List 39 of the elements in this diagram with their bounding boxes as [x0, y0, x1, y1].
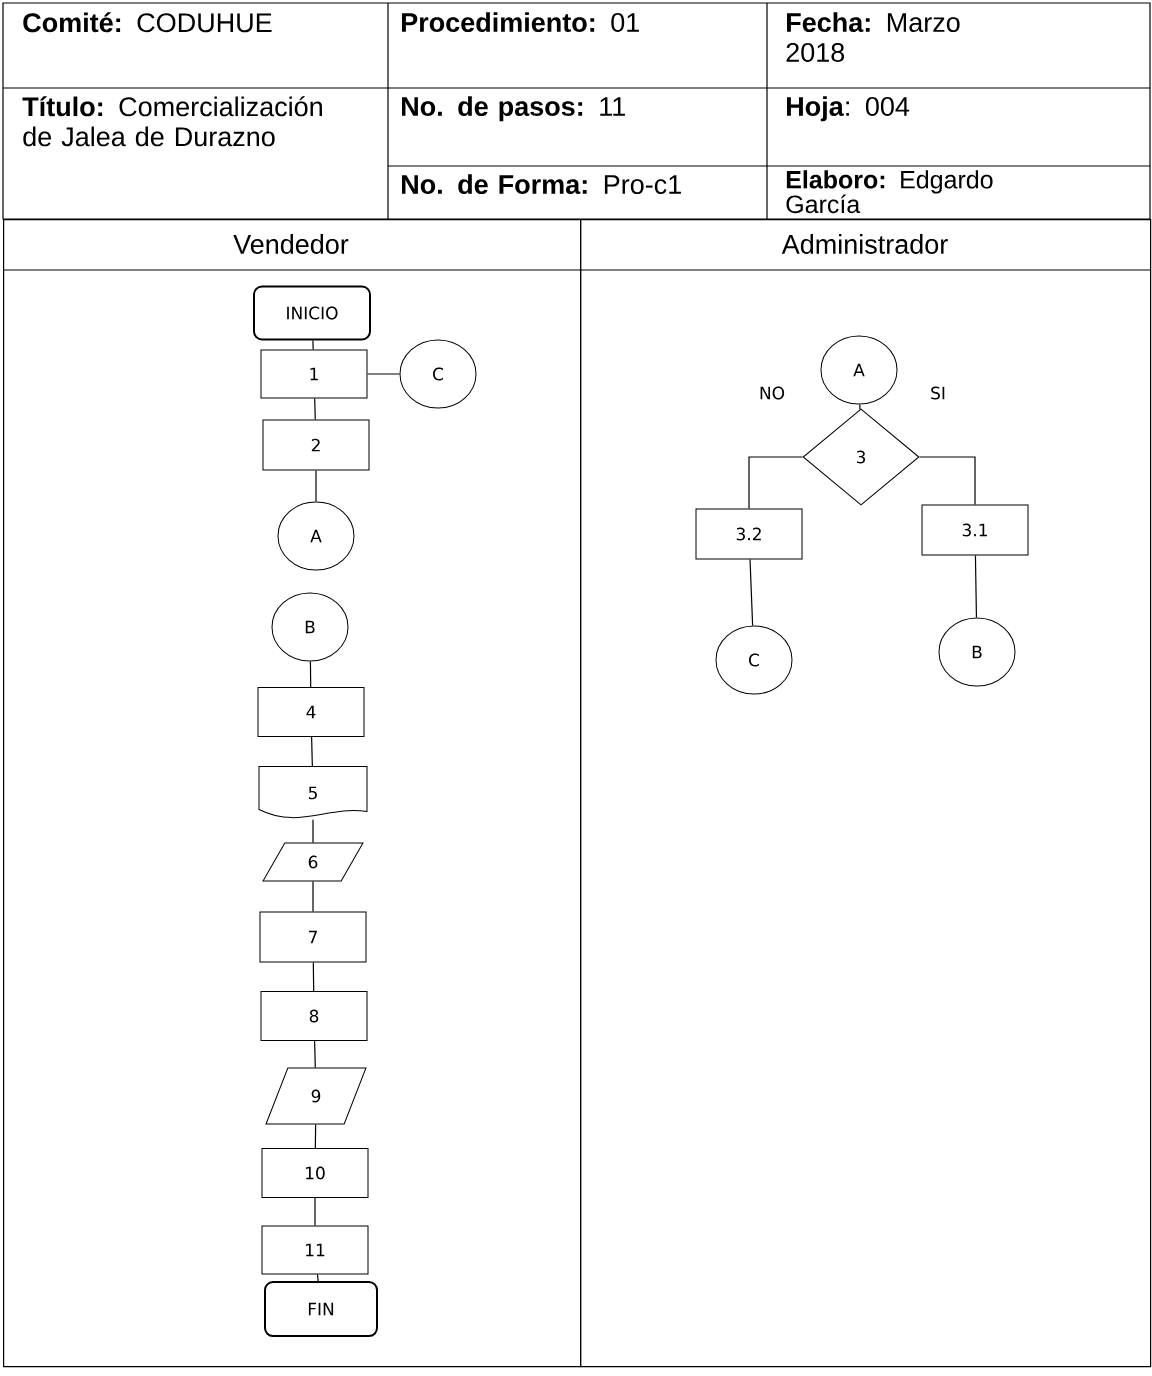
- connector-line: [974, 554, 978, 619]
- process-box: 1: [260, 349, 368, 399]
- header-field: Procedimiento: 01: [402, 12, 639, 33]
- process-box: 2: [262, 419, 370, 471]
- connector-line: [859, 403, 861, 410]
- edge-label: SI: [928, 384, 948, 402]
- header-field: Hoja: 004: [787, 96, 910, 122]
- process-box: 4: [257, 687, 365, 737]
- process-box: 7: [259, 911, 367, 963]
- header-field: Título: Comercialización de Jalea de Durazno: [22, 96, 322, 147]
- connector-line: [312, 880, 314, 913]
- process-box: 11: [261, 1225, 369, 1275]
- connector-line: [312, 339, 314, 351]
- terminal-box: FIN: [264, 1281, 378, 1337]
- connector-line: [366, 373, 401, 375]
- process-box: 8: [260, 991, 368, 1041]
- process-box: 10: [261, 1148, 369, 1198]
- process-box: 3.1: [921, 504, 1029, 556]
- terminal-box: INICIO: [253, 285, 371, 341]
- connector-line: [312, 961, 315, 992]
- header-field: Elaboro: Edgardo García: [786, 170, 993, 214]
- connector-line: [309, 660, 312, 688]
- connector-line: [748, 456, 804, 510]
- connector-line: [315, 469, 317, 503]
- process-box: 3.2: [695, 508, 803, 560]
- header-field: No. de pasos: 11: [402, 96, 625, 122]
- header-field: Comité: CODUHUE: [23, 12, 272, 33]
- header-field: Fecha: Marzo 2018: [786, 12, 960, 63]
- connector-line: [314, 1123, 317, 1149]
- connector-line: [918, 456, 976, 506]
- connector-line: [314, 1197, 316, 1227]
- connector-line: [314, 1040, 316, 1069]
- connector-line: [311, 736, 313, 767]
- header-field: No. de Forma: Pro-c1: [402, 174, 681, 195]
- connector-line: [314, 397, 316, 421]
- connector-line: [316, 1273, 319, 1282]
- connector-line: [312, 819, 314, 844]
- connector-line: [749, 558, 754, 627]
- edge-label: NO: [756, 384, 788, 402]
